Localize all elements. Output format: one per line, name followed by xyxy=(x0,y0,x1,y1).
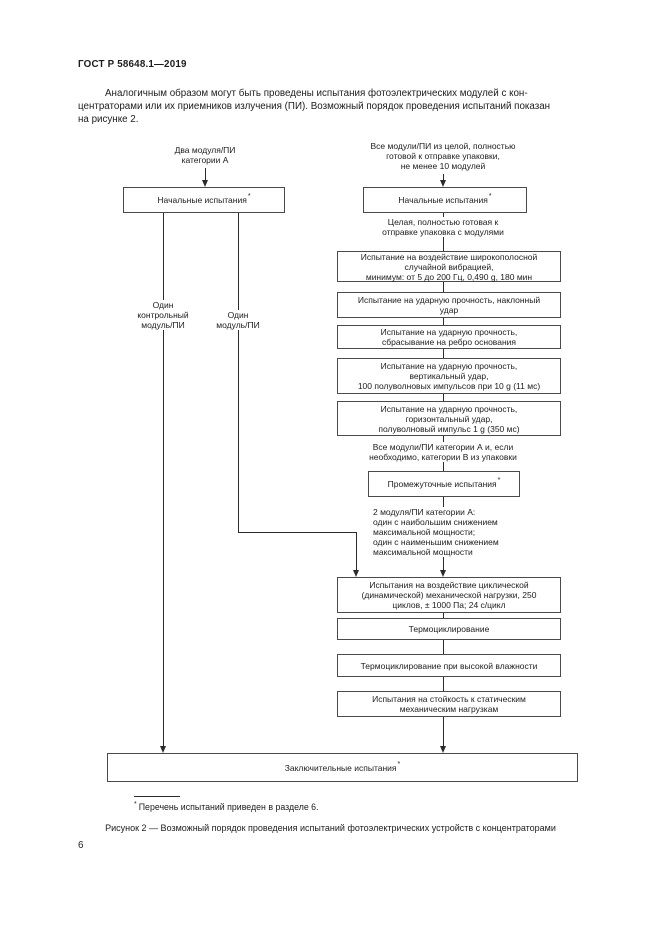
intro-paragraph: Аналогичным образом могут быть проведены… xyxy=(78,88,551,126)
flow-box-intermediate-tests: Промежуточные испытания* xyxy=(368,471,520,497)
flow-box-thermal-cycling: Термоциклирование xyxy=(337,618,561,640)
footnote-marker: * xyxy=(247,193,251,200)
connector-line xyxy=(205,168,206,181)
arrow-down-icon xyxy=(440,570,446,577)
footnote-marker: * xyxy=(397,760,401,768)
arrow-down-icon xyxy=(440,746,446,753)
flow-label-two-modules-selection: 2 модуля/ПИ категории А: один с наибольш… xyxy=(373,507,548,557)
flow-box-humidity-thermal-cycling: Термоциклирование при высокой влажности xyxy=(337,654,561,677)
flow-label-two-modules-cat-a: Два модуля/ПИ категории А xyxy=(174,145,236,165)
connector-line xyxy=(238,213,239,532)
footnote: *Перечень испытаний приведен в разделе 6… xyxy=(134,801,319,812)
connector-line xyxy=(443,677,444,691)
flow-box-initial-tests-right: Начальные испытания* xyxy=(363,187,527,213)
connector-line xyxy=(356,532,357,571)
flow-label-one-module: Один модуль/ПИ xyxy=(200,310,276,330)
flow-box-final-tests: Заключительные испытания* xyxy=(107,753,578,782)
connector-line xyxy=(238,532,357,533)
connector-line xyxy=(443,281,444,292)
connector-line xyxy=(443,318,444,325)
page-number: 6 xyxy=(78,840,84,851)
connector-line xyxy=(443,394,444,401)
footnote-divider xyxy=(134,796,180,797)
flow-box-cyclic-load-test: Испытания на воздействие циклической (ди… xyxy=(337,577,561,613)
connector-line xyxy=(443,640,444,654)
connector-line xyxy=(163,213,164,747)
connector-line xyxy=(443,174,444,181)
flow-box-vibration-test: Испытание на воздействие широкополосной … xyxy=(337,251,561,282)
flow-box-edge-drop-test: Испытание на ударную прочность, сбрасыва… xyxy=(337,325,561,349)
flow-label-modules-from-package: Все модули/ПИ категории А и, если необхо… xyxy=(343,442,543,462)
arrow-down-icon xyxy=(160,746,166,753)
arrow-down-icon xyxy=(353,570,359,577)
footnote-marker: * xyxy=(134,801,137,808)
flow-label-control-module: Один контрольный модуль/ПИ xyxy=(118,300,208,330)
flow-box-initial-tests-left: Начальные испытания* xyxy=(123,187,285,213)
footnote-marker: * xyxy=(488,193,492,200)
footnote-marker: * xyxy=(497,477,501,484)
figure-caption: Рисунок 2 — Возможный порядок проведения… xyxy=(105,823,556,833)
flow-box-incline-impact-test: Испытание на ударную прочность, наклонны… xyxy=(337,292,561,318)
flow-box-static-load-test: Испытания на стойкость к статическим мех… xyxy=(337,691,561,717)
flow-label-package-with-modules: Целая, полностью готовая к отправке упак… xyxy=(358,217,528,237)
connector-line xyxy=(443,349,444,358)
flow-box-horizontal-impact-test: Испытание на ударную прочность, горизонт… xyxy=(337,401,561,436)
arrow-down-icon xyxy=(202,180,208,187)
arrow-down-icon xyxy=(440,180,446,187)
flow-box-vertical-impact-test: Испытание на ударную прочность, вертикал… xyxy=(337,358,561,394)
flow-label-all-modules-package: Все модули/ПИ из целой, полностью готово… xyxy=(370,141,516,171)
connector-line xyxy=(443,717,444,747)
standard-number-header: ГОСТ Р 58648.1—2019 xyxy=(78,59,187,70)
connector-line xyxy=(443,613,444,618)
